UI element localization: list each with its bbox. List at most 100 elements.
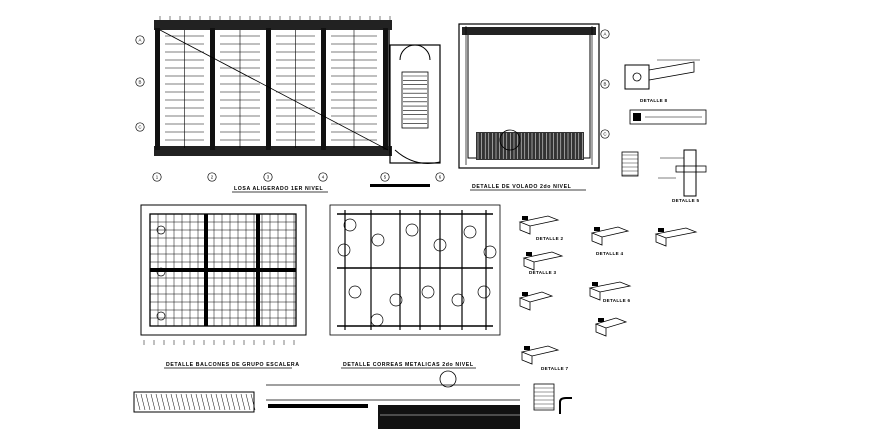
hatch <box>165 393 171 411</box>
hatch <box>160 393 166 411</box>
hatch <box>175 393 181 411</box>
iso-d5b-block <box>658 228 664 232</box>
detail-6-label: DETALLE 6 <box>603 298 631 303</box>
cantilever-slab-plan: ABC <box>458 23 610 169</box>
construction-details <box>518 59 707 414</box>
row-bubble-A <box>135 35 145 45</box>
iso-d3b-top <box>518 291 554 303</box>
plan-4-title: DETALLE CORREAS METALICAS 2do NIVEL <box>343 362 474 368</box>
section-mark-6 <box>389 293 403 307</box>
plan-3-title: DETALLE BALCONES DE GRUPO ESCALERA <box>166 362 300 368</box>
metal-purlins-plan <box>329 204 501 336</box>
row-bubble-B-text: B <box>139 80 142 85</box>
iso-d2-top <box>518 215 560 227</box>
row-bubble-A-text: A <box>139 38 142 43</box>
hatch <box>155 393 161 411</box>
plan-2-title: DETALLE DE VOLADO 2do NIVEL <box>472 184 572 190</box>
hatch <box>195 393 201 411</box>
hatch <box>245 393 251 411</box>
beam-1 <box>210 28 215 150</box>
hatch <box>225 393 231 411</box>
section-mark-8 <box>451 293 465 307</box>
hatch <box>200 393 206 411</box>
section-strip <box>133 370 520 429</box>
section-mark-11 <box>337 243 351 257</box>
axis-bubble-4-text: 4 <box>322 175 325 180</box>
section-mark-10 <box>370 313 384 327</box>
axis-bubble-5-text: 5 <box>384 175 387 180</box>
section-mark-5 <box>348 285 362 299</box>
plan2-row-A <box>600 29 610 39</box>
section-mark-3 <box>433 238 447 252</box>
hatch <box>150 393 156 411</box>
hatch <box>240 393 246 411</box>
hatch <box>210 393 216 411</box>
iso-d6-side <box>589 288 601 301</box>
floor-slab-plan: 1 2 3 4 5 6 A B C <box>135 16 445 182</box>
detail-3-label: DETALLE 3 <box>529 270 557 275</box>
grid-axis-bubbles: ABC <box>600 29 610 139</box>
iso-d7-side <box>521 352 533 365</box>
hatch <box>185 393 191 411</box>
iso-d3-side <box>523 258 535 271</box>
iso-d9-top <box>594 317 628 329</box>
iso-d4-side <box>591 233 603 246</box>
axis-bubble-3-text: 3 <box>267 175 270 180</box>
beam-columns <box>155 28 388 150</box>
joist-lines <box>165 30 377 148</box>
hatch <box>135 393 141 411</box>
iso-d3-top <box>522 251 564 263</box>
iso-d4-top <box>590 226 630 238</box>
detail-5-label: DETALLE 5 <box>672 198 700 203</box>
hatch <box>170 393 176 411</box>
detail-7-label: DETALLE 7 <box>541 366 569 371</box>
balcony-grid-plan <box>140 204 307 345</box>
iso-d4-block <box>594 227 600 231</box>
axis-bubble-6-text: 6 <box>439 175 442 180</box>
section-mark-12 <box>483 245 497 259</box>
row-bubble-C-text: C <box>138 125 141 130</box>
plan2-row-C <box>600 129 610 139</box>
iso-d3b-block <box>522 292 528 296</box>
iso-d3-block <box>526 252 532 256</box>
axis-bubble-2-text: 2 <box>211 175 214 180</box>
iso-d7-top <box>520 345 560 357</box>
plan-1-title: LOSA ALIGERADO 1ER NIVEL <box>234 186 323 192</box>
section-mark-4 <box>463 225 477 239</box>
stair-detail <box>389 44 441 164</box>
hatch <box>230 393 236 411</box>
plan2-row-A-text: A <box>604 32 607 37</box>
iso-d9-side <box>595 324 607 337</box>
hatch <box>250 393 256 411</box>
section-mark-7 <box>421 285 435 299</box>
axis-bubble-6 <box>435 172 445 182</box>
axis-bubble-1-text: 1 <box>156 175 159 180</box>
hatch <box>145 393 151 411</box>
section-mark-2 <box>405 223 419 237</box>
hatch <box>205 393 211 411</box>
hatch <box>215 393 221 411</box>
scale-bar <box>370 184 430 187</box>
detail-4-label: DETALLE 4 <box>596 251 624 256</box>
detail-2-label: DETALLE 2 <box>536 236 564 241</box>
plan2-row-B <box>600 79 610 89</box>
section-mark-9 <box>477 285 491 299</box>
hatch <box>190 393 196 411</box>
iso-d5b-side <box>655 234 667 247</box>
iso-d3b-side <box>519 298 531 311</box>
hatch <box>140 393 146 411</box>
axis-bubble-2 <box>207 172 217 182</box>
axis-bubble-4 <box>318 172 328 182</box>
detail-8-label: DETALLE 8 <box>640 98 668 103</box>
row-bubble-C <box>135 122 145 132</box>
row-bubble-B <box>135 77 145 87</box>
iso-d2-block <box>522 216 528 220</box>
axis-bubble-3 <box>263 172 273 182</box>
section-mark-1 <box>371 233 385 247</box>
hatch <box>235 393 241 411</box>
iso-d6-top <box>588 281 632 293</box>
beam-4 <box>383 28 388 150</box>
beam-2 <box>266 28 271 150</box>
iso-d2-side <box>519 222 531 235</box>
